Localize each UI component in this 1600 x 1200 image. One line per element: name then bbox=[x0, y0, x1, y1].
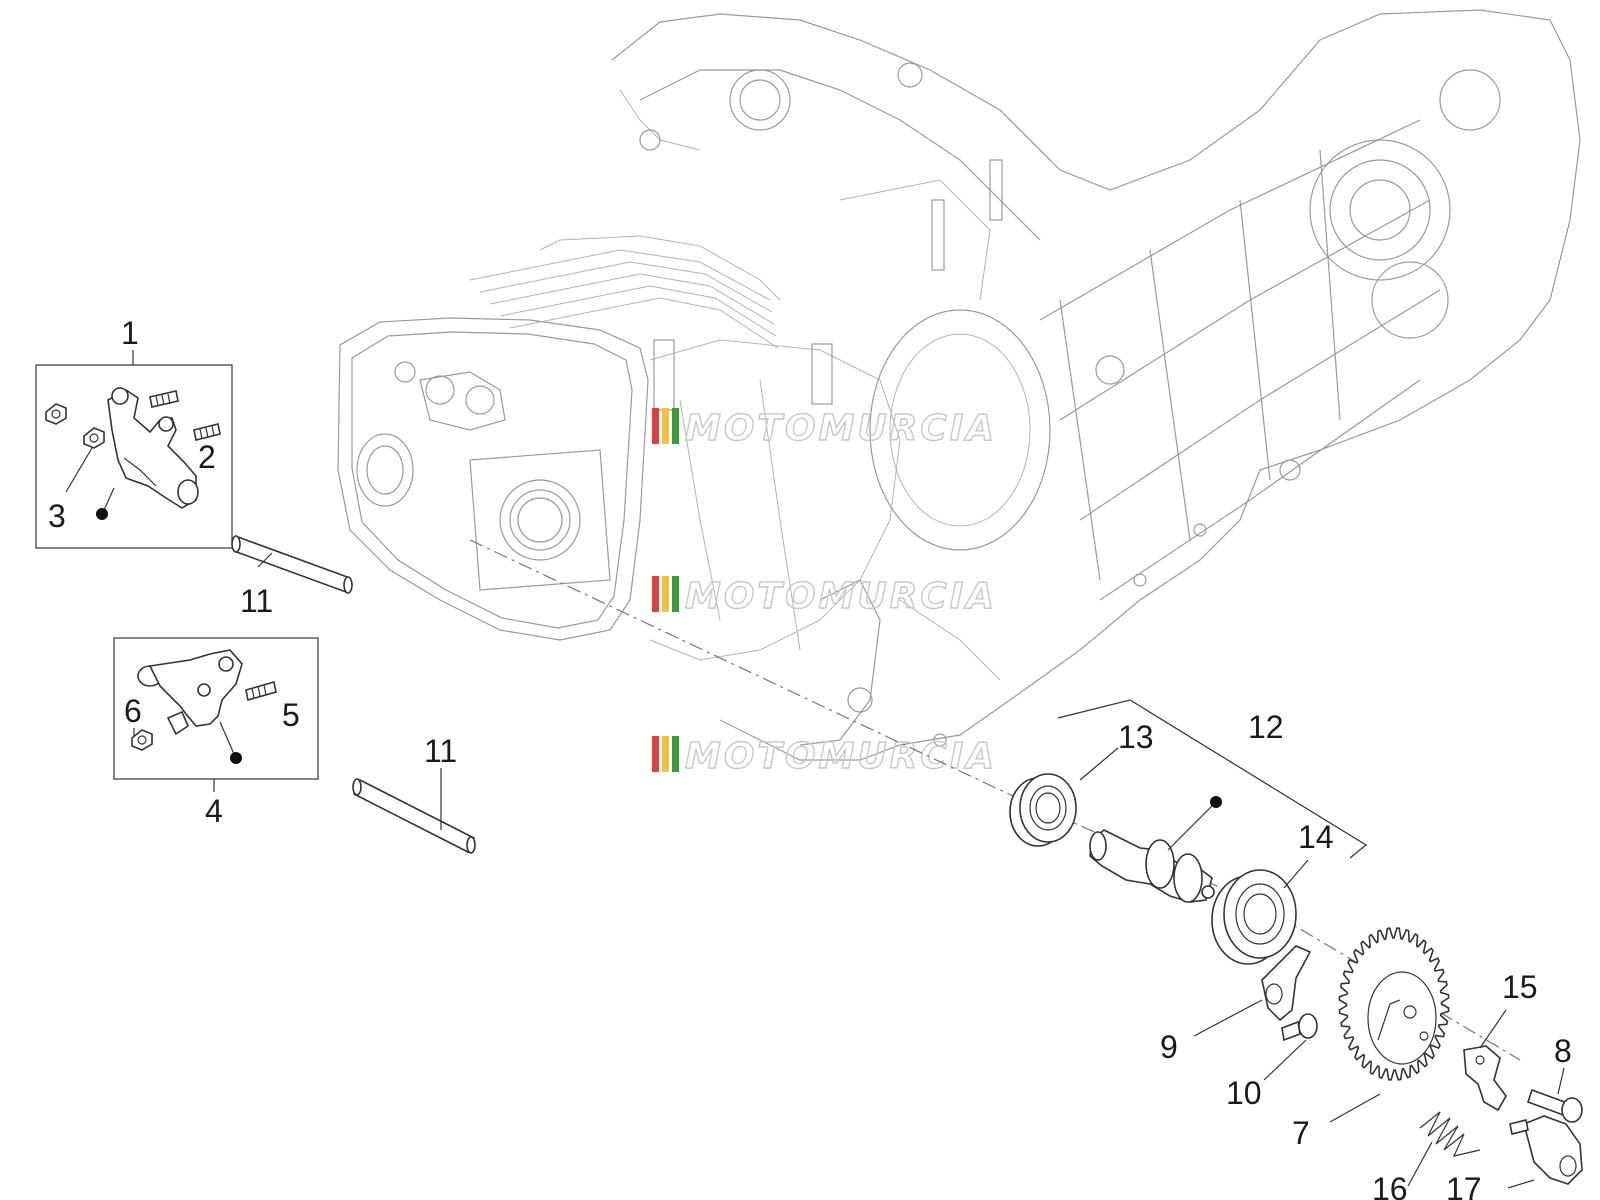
cam-sprocket-7 bbox=[1338, 927, 1450, 1081]
leader-4-dot bbox=[219, 721, 235, 755]
bracket-12 bbox=[1057, 699, 1368, 859]
watermark-2: MOTOMURCIA bbox=[652, 575, 997, 618]
part-1-group-box bbox=[35, 364, 233, 549]
decompressor-weight-15 bbox=[1463, 1045, 1507, 1112]
camshaft bbox=[1089, 829, 1215, 903]
callout-15: 15 bbox=[1502, 969, 1538, 1005]
adjuster-screw-2b bbox=[193, 423, 221, 441]
callout-9: 9 bbox=[1160, 1029, 1178, 1065]
nut-6 bbox=[131, 729, 153, 751]
leader-1-dot bbox=[103, 487, 115, 511]
callout-11-top: 11 bbox=[240, 583, 273, 619]
callout-2: 2 bbox=[198, 439, 216, 475]
rocker-arm-intake bbox=[107, 387, 199, 509]
bearing-14 bbox=[1211, 869, 1297, 965]
leader-3 bbox=[65, 447, 93, 493]
callout-4: 4 bbox=[205, 793, 223, 829]
leader-8 bbox=[1557, 1067, 1565, 1095]
callout-11-bottom: 11 bbox=[424, 733, 457, 769]
engine-crankcase-drawing bbox=[337, 9, 1581, 761]
callout-16: 16 bbox=[1372, 1171, 1408, 1200]
callout-5: 5 bbox=[282, 697, 300, 733]
nut-3b bbox=[83, 427, 105, 449]
screw-10 bbox=[1281, 1013, 1318, 1042]
bearing-13 bbox=[1009, 773, 1077, 847]
nut-3a bbox=[45, 403, 67, 425]
callout-6: 6 bbox=[124, 693, 142, 729]
callout-8: 8 bbox=[1554, 1033, 1572, 1069]
callout-10: 10 bbox=[1226, 1075, 1262, 1111]
adjuster-screw-2a bbox=[149, 390, 179, 408]
leader-11-top bbox=[257, 552, 273, 568]
watermark-text: MOTOMURCIA bbox=[685, 736, 997, 777]
marker-dot bbox=[96, 508, 108, 520]
lever-17 bbox=[1509, 1115, 1583, 1185]
screw-8 bbox=[1526, 1088, 1583, 1123]
rocker-shaft-upper bbox=[231, 535, 353, 594]
callout-13: 13 bbox=[1118, 719, 1154, 755]
leader-9 bbox=[1193, 999, 1263, 1037]
leader-17 bbox=[1507, 1179, 1535, 1189]
rocker-arm-exhaust bbox=[137, 649, 243, 736]
spring-16 bbox=[1419, 1111, 1481, 1157]
leader-7 bbox=[1329, 1093, 1381, 1123]
callout-12: 12 bbox=[1248, 709, 1284, 745]
watermark-text: MOTOMURCIA bbox=[685, 576, 997, 617]
leader-15 bbox=[1479, 1009, 1507, 1049]
leader-14 bbox=[1283, 859, 1309, 889]
part-4-group-box bbox=[113, 637, 319, 780]
watermark-3: MOTOMURCIA bbox=[652, 735, 997, 778]
rocker-shaft-lower bbox=[352, 778, 476, 854]
callout-17: 17 bbox=[1446, 1171, 1482, 1200]
callout-7: 7 bbox=[1292, 1115, 1310, 1151]
leader-16 bbox=[1407, 1141, 1433, 1187]
callout-1: 1 bbox=[121, 315, 139, 351]
watermark-1: MOTOMURCIA bbox=[652, 407, 997, 450]
watermark-text: MOTOMURCIA bbox=[685, 408, 997, 449]
decompressor-plate-9 bbox=[1261, 945, 1312, 1022]
marker-dot bbox=[230, 752, 242, 764]
leader-10 bbox=[1263, 1039, 1307, 1081]
callout-3: 3 bbox=[48, 498, 66, 534]
marker-dot bbox=[1210, 796, 1222, 808]
adjuster-screw-5 bbox=[245, 680, 277, 702]
leader-12-dot bbox=[1167, 805, 1213, 851]
leader-13 bbox=[1079, 747, 1119, 781]
callout-14: 14 bbox=[1298, 819, 1334, 855]
assembly-axis-line bbox=[469, 539, 1521, 1061]
